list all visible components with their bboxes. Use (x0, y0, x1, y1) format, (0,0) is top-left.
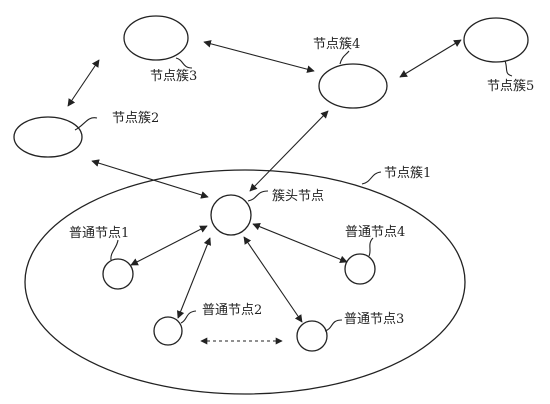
normal-node-3 (296, 320, 328, 352)
label-normal-node-1: 普通节点1 (69, 226, 129, 241)
label-normal-node-4: 普通节点4 (345, 225, 405, 240)
label-cluster5: 节点簇5 (487, 79, 534, 94)
label-cluster1: 节点簇1 (384, 166, 431, 181)
cluster4-ellipse (318, 63, 388, 109)
normal-node-4 (344, 253, 376, 285)
label-cluster-head: 簇头节点 (272, 189, 324, 204)
cluster3-ellipse (123, 15, 189, 61)
label-cluster4: 节点簇4 (313, 37, 360, 52)
edge-head-node2 (176, 237, 212, 319)
cluster2-ellipse (13, 116, 83, 158)
leader-node3 (324, 319, 343, 332)
leader-node4 (368, 237, 374, 257)
cluster5-ellipse (463, 17, 529, 63)
edge-head-node1 (130, 225, 208, 266)
leader-node1 (110, 239, 119, 261)
leader-cluster2 (74, 117, 98, 131)
leader-head (247, 190, 269, 202)
edge-cluster2-head (91, 159, 209, 199)
normal-node-1 (102, 258, 134, 290)
label-normal-node-3: 普通节点3 (344, 312, 404, 327)
edge-cluster3-cluster4 (203, 40, 315, 73)
edge-cluster3-cluster2 (67, 59, 100, 107)
label-cluster3: 节点簇3 (150, 69, 197, 84)
label-normal-node-2: 普通节点2 (202, 303, 262, 318)
leader-node2 (180, 310, 197, 324)
normal-node-2 (153, 316, 183, 346)
edge-cluster4-cluster5 (399, 39, 462, 78)
label-cluster2: 节点簇2 (112, 111, 159, 126)
leader-cluster4 (339, 50, 350, 65)
cluster-head-node (210, 194, 252, 236)
leader-cluster5 (504, 60, 513, 77)
leader-cluster1 (361, 171, 382, 185)
leader-cluster3 (175, 57, 193, 69)
edge-head-node4 (252, 223, 348, 263)
edge-cluster4-head (249, 110, 329, 192)
